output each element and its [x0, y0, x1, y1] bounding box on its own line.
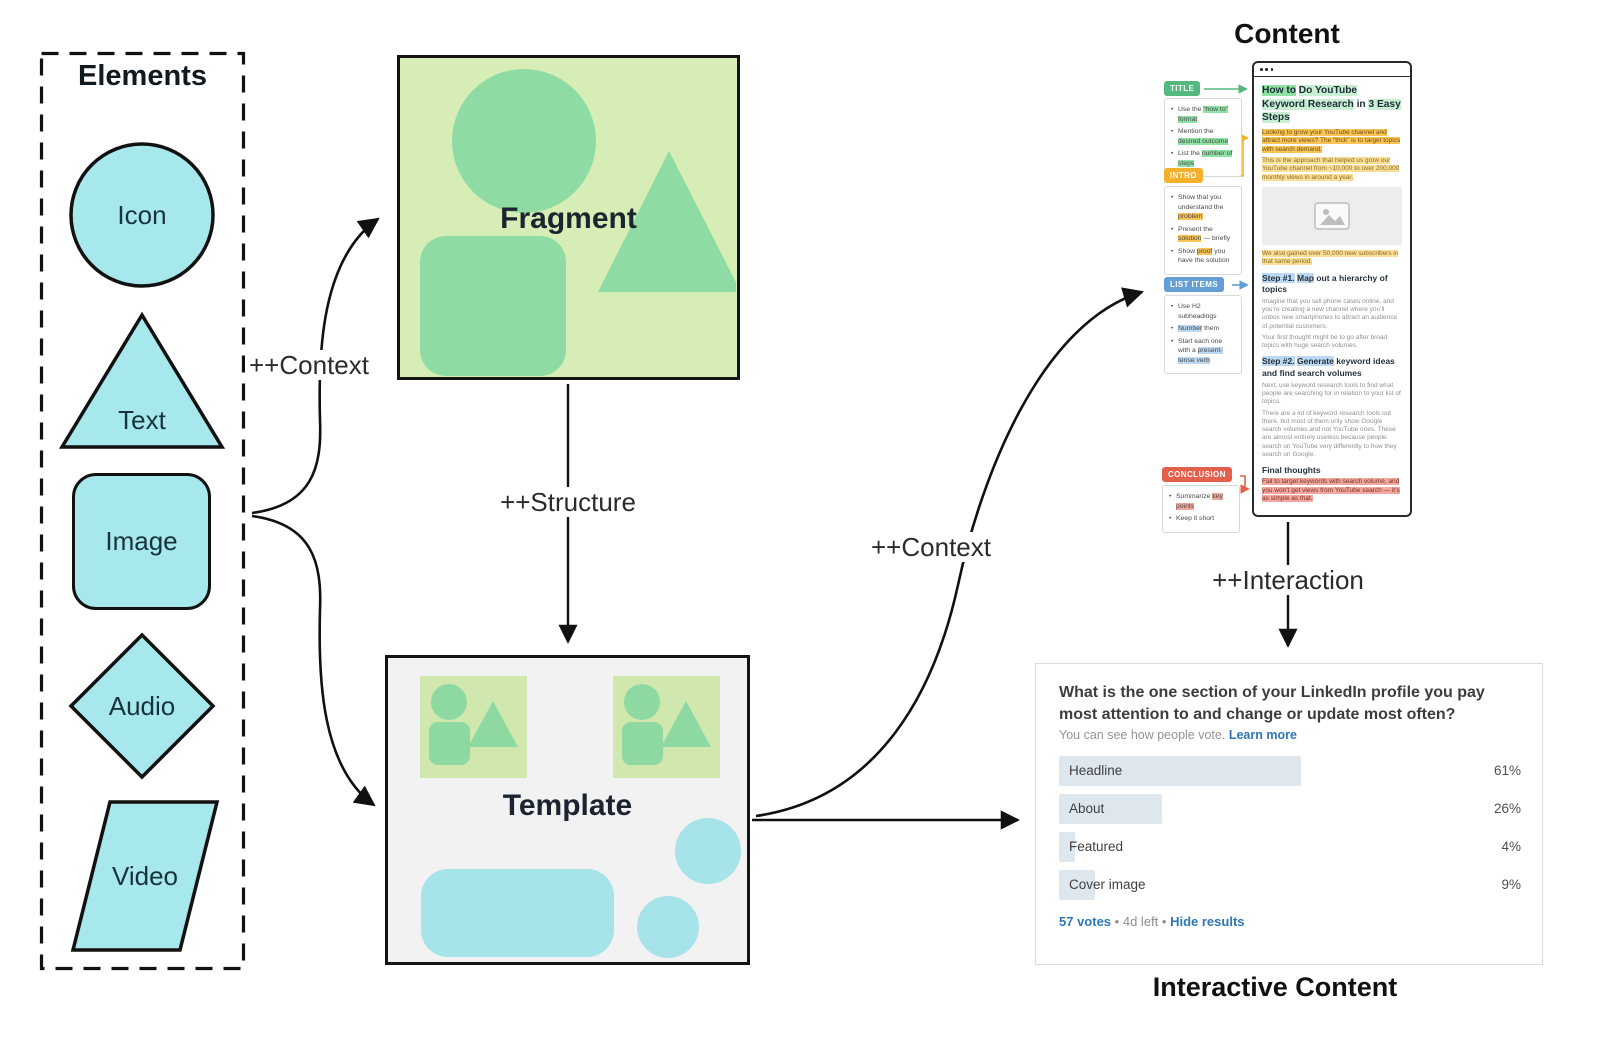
annotation-item: Present the solution — briefly [1171, 225, 1236, 244]
element-video: Video [70, 798, 220, 955]
annotation-item: List the number of steps [1171, 149, 1236, 168]
article-body: How to Do YouTube Keyword Research in 3 … [1254, 77, 1410, 512]
article-step2-heading: Step #2. Generate keyword ideas and find… [1262, 356, 1395, 378]
badge-list-items: LIST ITEMS [1164, 277, 1224, 292]
poll-option-headline[interactable]: Headline 61% [1059, 756, 1521, 786]
annotation-card-title: Use the “how to” format Mention the desi… [1164, 98, 1242, 178]
arrow-elements-to-template [251, 514, 376, 807]
poll-visibility-note: You can see how people vote. Learn more [1059, 728, 1297, 742]
hide-results-link[interactable]: Hide results [1170, 914, 1245, 929]
elements-panel-title: Elements [78, 60, 207, 92]
connector-conclusion [1240, 475, 1250, 494]
annotation-item: Start each one with a present-tense verb [1171, 337, 1236, 366]
annotation-card-list-items: Use H2 subheadings Number them Start eac… [1164, 295, 1242, 375]
element-text: Text [57, 310, 227, 452]
article-paragraph: This is the approach that helped us grow… [1262, 156, 1400, 181]
element-image-label: Image [105, 526, 178, 556]
separator-dot: • [1114, 914, 1120, 929]
poll-option-about[interactable]: About 26% [1059, 794, 1521, 824]
badge-title: TITLE [1164, 81, 1201, 96]
annotation-item: Number them [1171, 324, 1236, 334]
annotation-item: Show proof you have the solution [1171, 247, 1236, 266]
poll-option-percent: 4% [1501, 839, 1521, 854]
article-paragraph: Fail to target keywords with search volu… [1262, 478, 1400, 503]
poll-option-label: Headline [1069, 763, 1123, 778]
annotation-item: Use the “how to” format [1171, 105, 1236, 124]
browser-title-bar [1254, 63, 1410, 77]
article-final-heading: Final thoughts [1262, 465, 1321, 476]
template-cyan-shapes [421, 818, 741, 958]
annotation-card-conclusion: Summarize key points Keep it short [1162, 485, 1240, 533]
poll-option-bar [1059, 870, 1095, 900]
poll-footer: 57 votes • 4d left • Hide results [1059, 914, 1245, 929]
poll-option-featured[interactable]: Featured 4% [1059, 832, 1521, 862]
poll-visibility-text: You can see how people vote. [1059, 728, 1226, 742]
template-mini-fragment-1 [420, 676, 527, 778]
element-icon: Icon [67, 140, 217, 290]
image-placeholder-icon [1314, 202, 1350, 230]
separator-dot: • [1161, 914, 1167, 929]
poll-votes-link[interactable]: 57 votes [1059, 914, 1112, 929]
window-dot-icon [1260, 68, 1263, 71]
article-paragraph: Imagine that you sell phone cases online… [1262, 297, 1398, 330]
article-paragraph: Your first thought might be to go after … [1262, 333, 1388, 350]
window-dot-icon [1265, 68, 1269, 71]
article-paragraph: There are a lot of keyword research tool… [1262, 409, 1397, 459]
poll-option-label: Cover image [1069, 877, 1146, 892]
poll-option-percent: 61% [1493, 763, 1521, 778]
badge-conclusion: CONCLUSION [1162, 467, 1232, 482]
poll-options: Headline 61% About 26% Featured 4% Cover… [1059, 756, 1521, 908]
annotation-item: Summarize key points [1169, 492, 1234, 511]
content-section-title: Content [1234, 18, 1340, 49]
poll-option-cover-image[interactable]: Cover image 9% [1059, 870, 1521, 900]
fragment-box: Fragment [397, 55, 740, 380]
arrow-label-interaction: ++Interaction [1188, 565, 1388, 596]
annotation-item: Show that you understand the problem [1171, 193, 1236, 222]
badge-intro: INTRO [1164, 168, 1203, 183]
template-mini-fragment-2 [613, 676, 720, 778]
article-paragraph: Looking to grow your YouTube channel and… [1262, 129, 1401, 153]
element-video-label: Video [111, 861, 179, 891]
poll-option-label: About [1069, 801, 1105, 816]
element-audio: Audio [67, 631, 217, 781]
poll-time-left: 4d left [1122, 914, 1159, 929]
template-box: Template [385, 655, 750, 965]
poll-option-label: Featured [1069, 839, 1124, 854]
annotation-item: Keep it short [1169, 514, 1234, 524]
content-browser-window: How to Do YouTube Keyword Research in 3 … [1252, 61, 1412, 517]
poll-option-percent: 26% [1493, 801, 1521, 816]
element-audio-label: Audio [108, 691, 176, 721]
poll-card: What is the one section of your LinkedIn… [1035, 663, 1543, 965]
article-paragraph: Next, use keyword research tools to find… [1262, 381, 1401, 406]
annotation-item: Mention the desired outcome [1171, 127, 1236, 146]
learn-more-link[interactable]: Learn more [1228, 728, 1297, 742]
interactive-content-section-title: Interactive Content [1152, 972, 1398, 1002]
arrow-label-context-right: ++Context [851, 532, 1011, 563]
arrow-label-context-top: ++Context [229, 350, 389, 381]
poll-question: What is the one section of your LinkedIn… [1059, 684, 1485, 723]
template-label: Template [502, 789, 633, 822]
window-dot-icon [1270, 68, 1274, 71]
article-step1-heading: Step #1. Map out a hierarchy of topics [1262, 272, 1388, 294]
fragment-shapes [420, 69, 736, 376]
article-image-placeholder [1262, 186, 1402, 245]
poll-option-percent: 9% [1501, 877, 1521, 892]
mini-fragment-shapes [429, 684, 518, 765]
arrow-label-structure: ++Structure [478, 487, 658, 518]
element-text-label: Text [118, 405, 166, 435]
article-paragraph: We also gained over 50,000 new subscribe… [1262, 249, 1399, 266]
annotation-item: Use H2 subheadings [1171, 302, 1236, 321]
element-icon-label: Icon [117, 200, 167, 230]
mini-fragment-shapes [622, 684, 711, 765]
poll-option-bar [1059, 832, 1075, 862]
fragment-label: Fragment [500, 202, 637, 235]
element-image: Image [72, 473, 211, 610]
annotation-card-intro: Show that you understand the problem Pre… [1164, 186, 1242, 275]
article-title: How to Do YouTube Keyword Research in 3 … [1262, 85, 1401, 124]
